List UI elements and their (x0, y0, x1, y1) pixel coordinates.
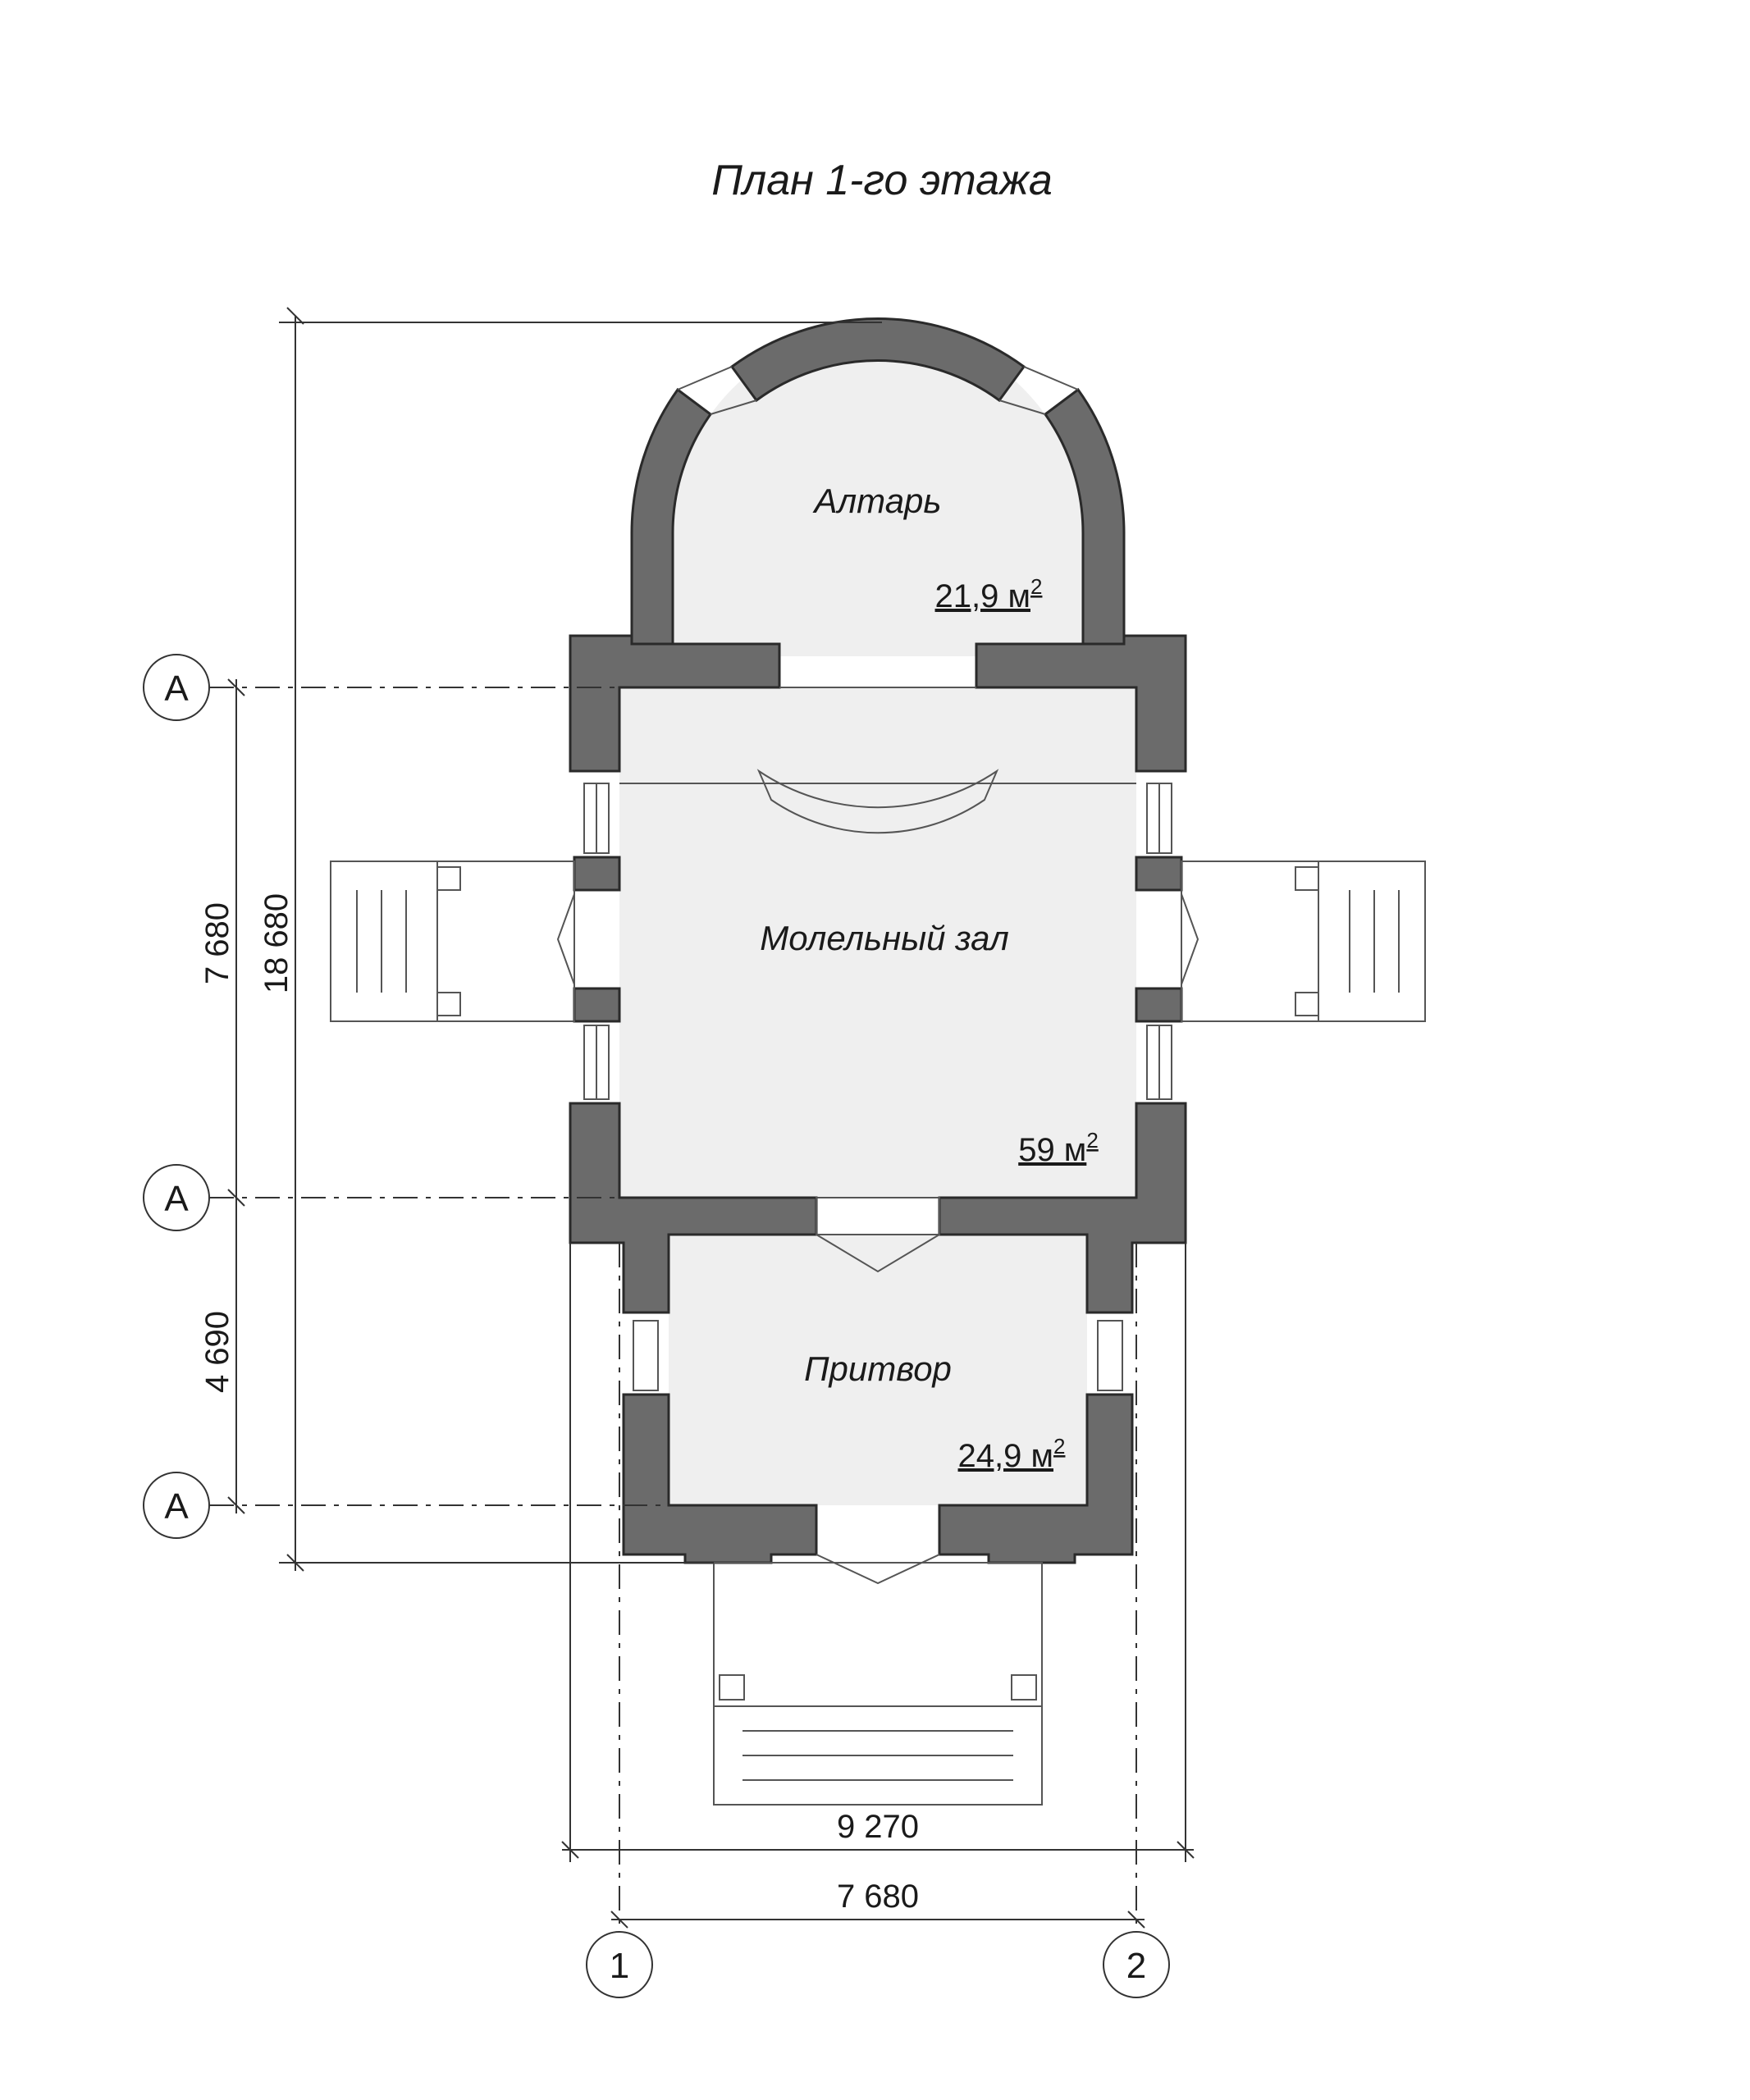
axis-row-2: А (164, 1179, 189, 1219)
room-name-hall: Молельный зал (760, 919, 1009, 957)
hall-wall-southwest (569, 1102, 818, 1314)
hall-east-pier-1 (1135, 856, 1183, 892)
apse-wall-left (630, 387, 713, 646)
hall-floor (619, 687, 1136, 1198)
room-name-altar: Алтарь (811, 482, 941, 520)
dim-vertical-hall: 7 680 (199, 902, 235, 984)
room-area-altar: 21,9 м2 (935, 574, 1043, 614)
hall-wall-north-right (975, 634, 1187, 773)
axis-bubbles (143, 654, 1170, 1998)
room-area-hall-value: 59 м (1018, 1132, 1086, 1168)
room-area-altar-value: 21,9 м (935, 578, 1030, 614)
dim-horizontal-outer: 9 270 (837, 1809, 919, 1845)
room-area-hall-sup: 2 (1086, 1128, 1098, 1153)
hall-wall-southeast (938, 1102, 1187, 1314)
axis-col-2: 2 (1126, 1946, 1146, 1986)
axis-row-1: А (164, 669, 189, 709)
room-area-hall: 59 м2 (1018, 1128, 1099, 1168)
axis-col-1: 1 (610, 1946, 629, 1986)
narthex-floor (669, 1235, 1087, 1505)
hall-west-pier-1 (573, 856, 621, 892)
axis-row-3: А (164, 1486, 189, 1527)
room-area-narthex-value: 24,9 м (958, 1438, 1053, 1474)
porches (330, 861, 1426, 1806)
dim-vertical-total: 18 680 (258, 893, 295, 993)
plan-title: План 1-го этажа (711, 157, 1053, 204)
dimension-lines (209, 307, 1195, 1932)
dim-vertical-narthex: 4 690 (199, 1311, 235, 1393)
openings (556, 366, 1199, 1585)
room-name-narthex: Притвор (804, 1349, 952, 1388)
room-area-narthex-sup: 2 (1053, 1434, 1065, 1459)
room-area-altar-sup: 2 (1030, 574, 1042, 599)
dim-horizontal-axes: 7 680 (837, 1879, 919, 1915)
hall-west-pier-2 (573, 987, 621, 1023)
hall-east-pier-2 (1135, 987, 1183, 1023)
room-floors (619, 328, 1136, 1505)
altar-floor (673, 328, 1083, 656)
narthex-wall-west (622, 1393, 818, 1564)
room-area-narthex: 24,9 м2 (958, 1434, 1066, 1474)
